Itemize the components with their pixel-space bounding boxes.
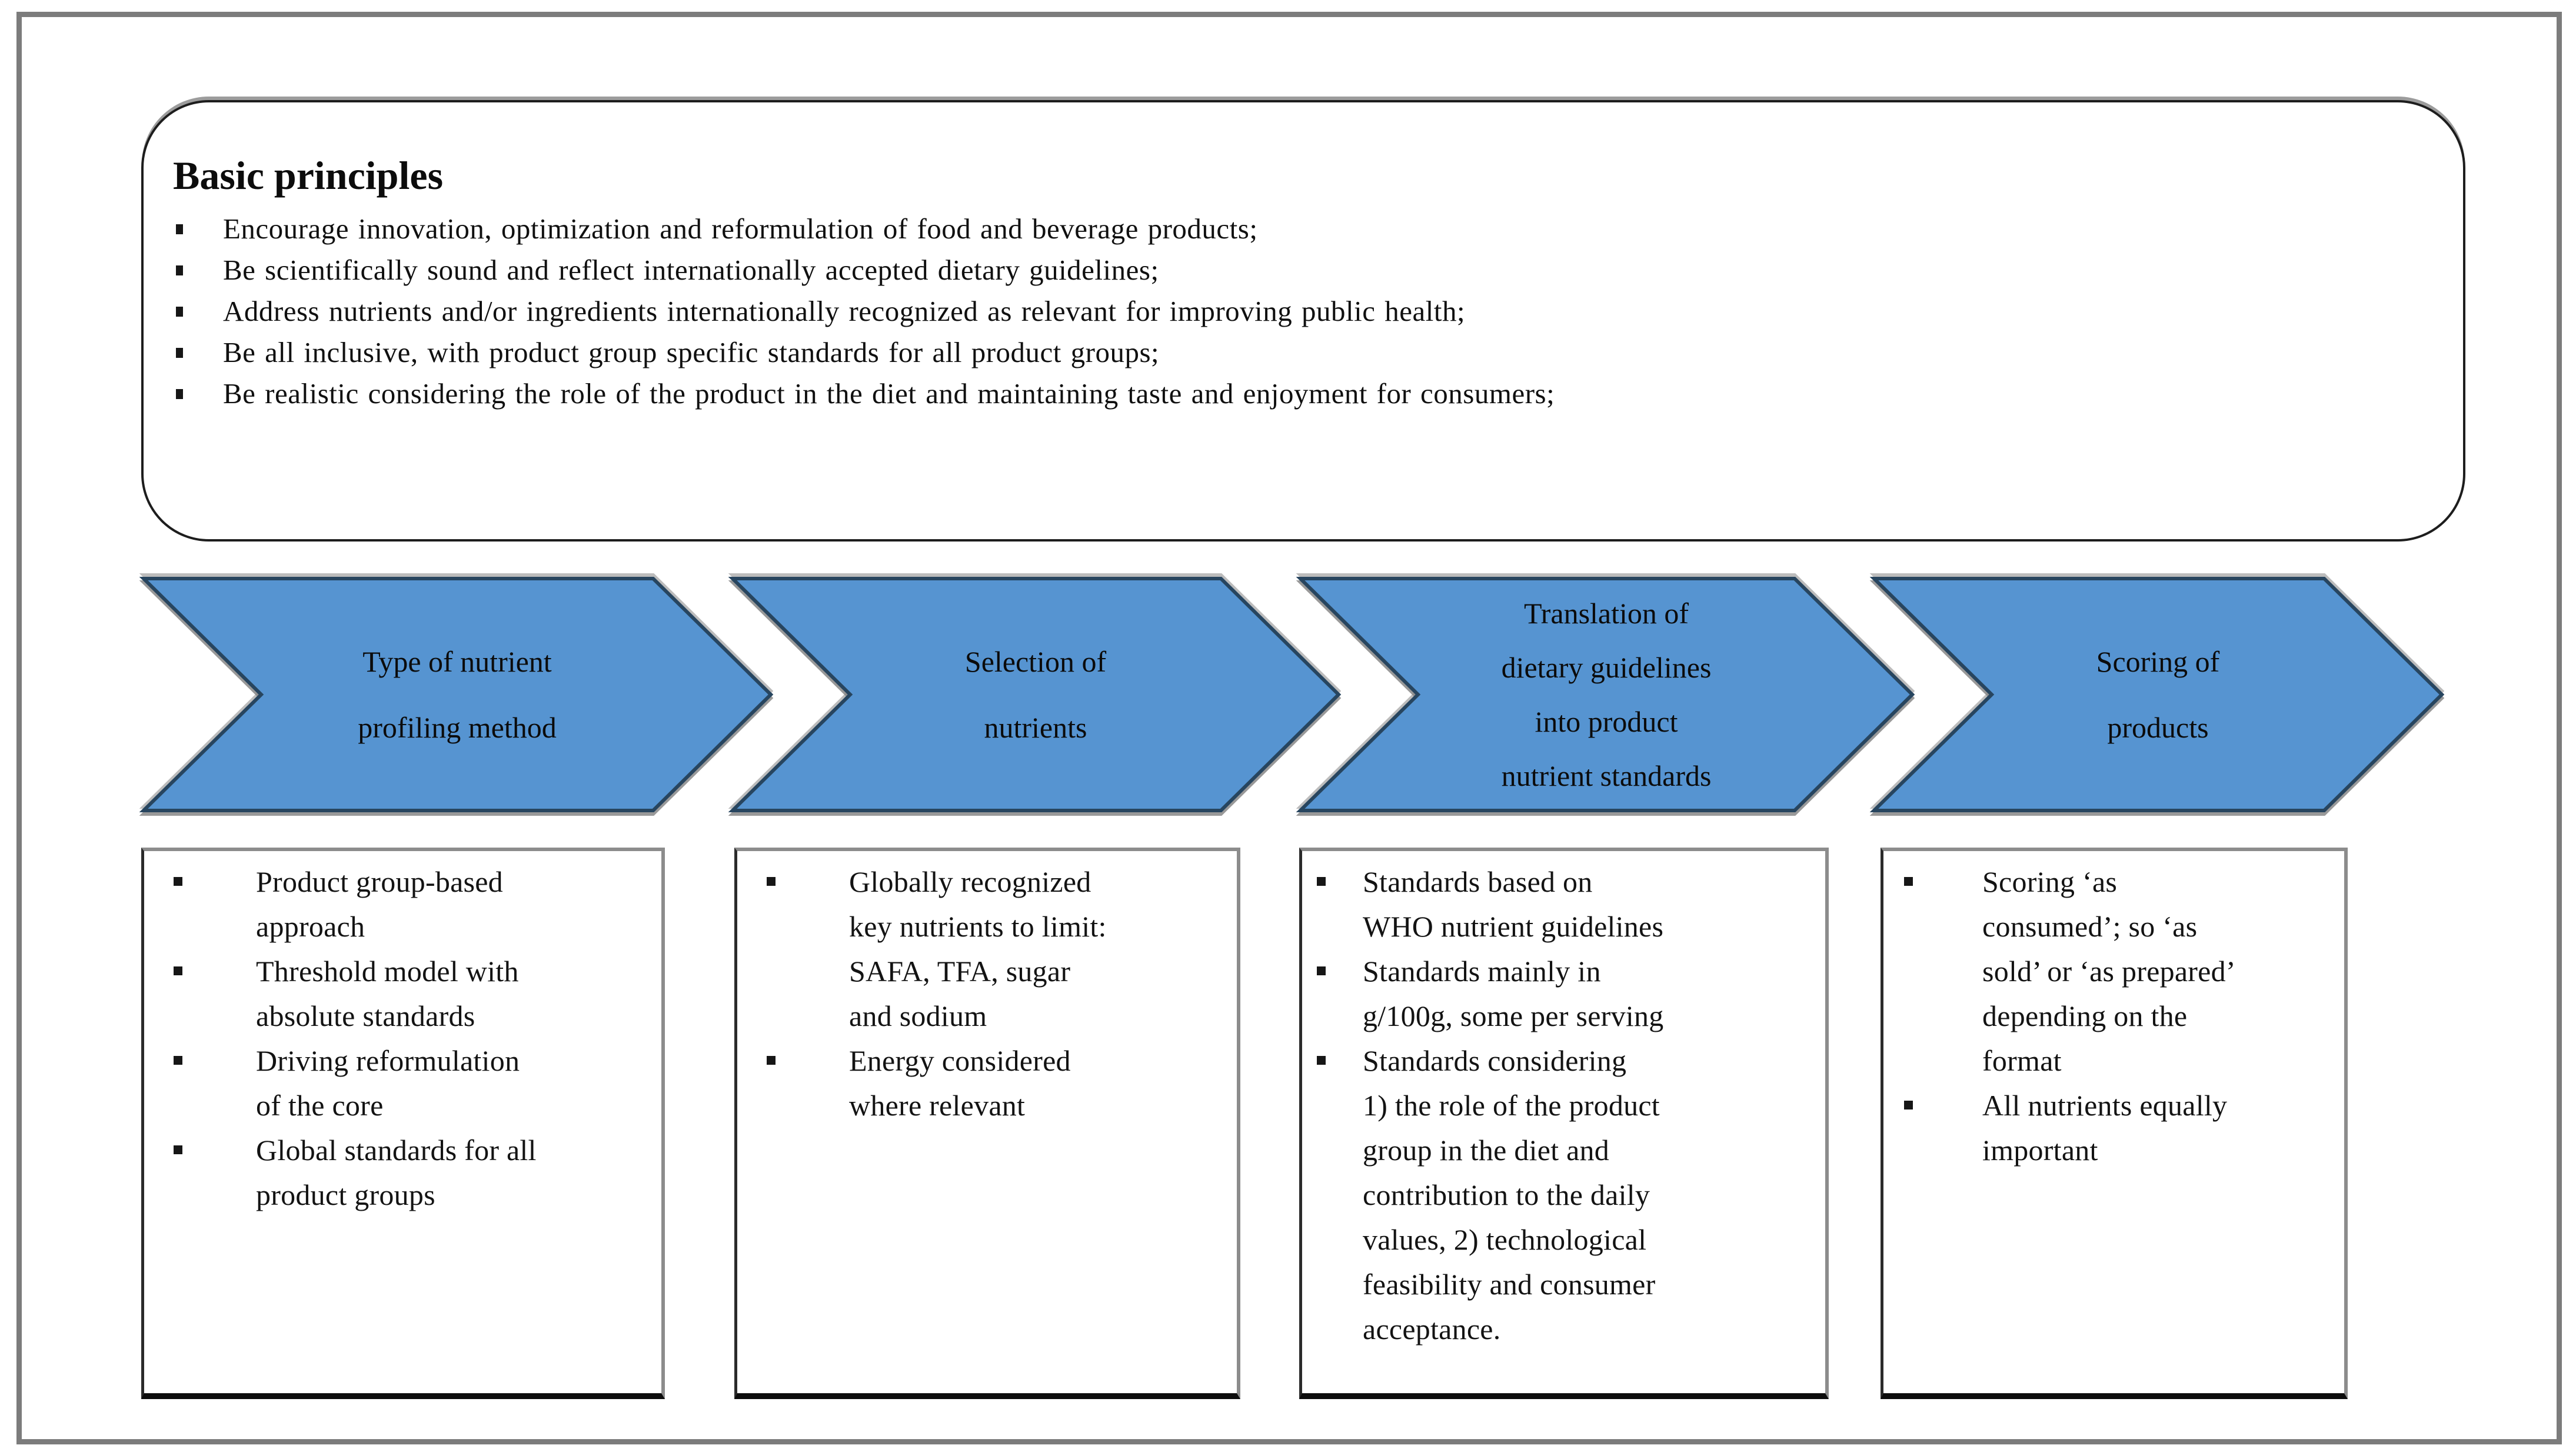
detail-box-step-1: Product group-based approach Threshold m… xyxy=(141,848,665,1399)
step-detail-item: Standards considering 1) the role of the… xyxy=(1317,1038,1805,1351)
step-detail-item: Product group-based approach xyxy=(174,859,635,949)
detail-box-step-4: Scoring ‘as consumed’; so ‘as sold’ or ‘… xyxy=(1881,848,2348,1399)
step-detail-item: Standards mainly in g/100g, some per ser… xyxy=(1317,949,1805,1038)
step-detail-item: Scoring ‘as consumed’; so ‘as sold’ or ‘… xyxy=(1904,859,2328,1083)
detail-list-step-2: Globally recognized key nutrients to lim… xyxy=(767,859,1210,1128)
detail-box-step-2: Globally recognized key nutrients to lim… xyxy=(734,848,1240,1399)
principle-item: Be all inclusive, with product group spe… xyxy=(176,332,2428,373)
step-detail-item: All nutrients equally important xyxy=(1904,1083,2328,1172)
process-arrows xyxy=(139,577,2445,812)
step-detail-item: Standards based on WHO nutrient guidelin… xyxy=(1317,859,1805,949)
step-detail-item: Threshold model with absolute standards xyxy=(174,949,635,1038)
step-detail-item: Driving reformulation of the core xyxy=(174,1038,635,1128)
chevron-step-3-shape xyxy=(1296,577,1915,812)
step-detail-item: Global standards for all product groups xyxy=(174,1128,635,1217)
basic-principles-box: Basic principles Encourage innovation, o… xyxy=(141,100,2465,542)
chevron-step-2-shape xyxy=(728,577,1342,812)
detail-list-step-1: Product group-based approach Threshold m… xyxy=(174,859,635,1217)
principle-item: Be realistic considering the role of the… xyxy=(176,373,2428,414)
detail-box-step-3: Standards based on WHO nutrient guidelin… xyxy=(1299,848,1829,1399)
principles-title: Basic principles xyxy=(173,153,444,198)
step-detail-item: Globally recognized key nutrients to lim… xyxy=(767,859,1210,1038)
principle-item: Encourage innovation, optimization and r… xyxy=(176,208,2428,250)
principles-list: Encourage innovation, optimization and r… xyxy=(173,208,2428,414)
principle-item: Be scientifically sound and reflect inte… xyxy=(176,250,2428,291)
principle-item: Address nutrients and/or ingredients int… xyxy=(176,291,2428,332)
step-detail-item: Energy considered where relevant xyxy=(767,1038,1210,1128)
detail-list-step-4: Scoring ‘as consumed’; so ‘as sold’ or ‘… xyxy=(1904,859,2328,1172)
detail-list-step-3: Standards based on WHO nutrient guidelin… xyxy=(1317,859,1805,1351)
chevron-step-1-shape xyxy=(139,577,774,812)
chevron-step-4-shape xyxy=(1869,577,2445,812)
